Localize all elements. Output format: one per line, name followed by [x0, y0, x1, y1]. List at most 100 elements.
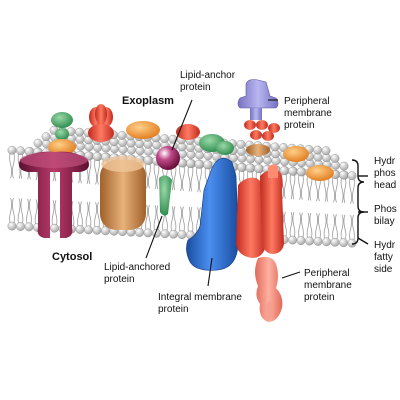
lipid-tail	[309, 212, 313, 242]
lipid-head	[203, 160, 212, 170]
lipid-tail	[187, 206, 191, 236]
surface-protein-green-left	[51, 112, 73, 140]
lipid-tail	[196, 164, 199, 193]
lipid-head	[288, 235, 297, 245]
lipid-tail	[352, 175, 355, 204]
surface-protein-orange-right1	[283, 146, 309, 162]
lipid-head	[347, 171, 357, 181]
integral-membrane-protein-label: Integral membrane protein	[158, 292, 245, 315]
lipid-tail	[349, 175, 352, 204]
lipid-head	[245, 163, 255, 173]
lipid-tail	[94, 202, 97, 231]
lipid-tail	[190, 163, 194, 192]
lipid-tail	[301, 171, 304, 200]
lipid-head	[296, 167, 306, 177]
lipid-tail	[301, 212, 304, 241]
lipid-head	[339, 161, 349, 171]
lipid-head	[330, 237, 340, 247]
channel-protein-maroon	[19, 151, 89, 238]
lipid-tail	[335, 214, 338, 243]
lipid-tail	[292, 171, 296, 200]
lipid-head	[321, 146, 331, 156]
lipid-head	[322, 237, 331, 247]
lipid-tail	[306, 172, 310, 201]
hydrophobic-tails-label: Hydr fatty side	[374, 240, 398, 275]
lipid-head	[33, 138, 43, 148]
exoplasm-label: Exoplasm	[122, 95, 174, 107]
lipid-head	[313, 145, 322, 155]
lipid-tail	[34, 199, 38, 228]
lipid-head	[92, 225, 102, 235]
lipid-tail	[51, 200, 55, 229]
lipid-head	[84, 225, 93, 235]
lipid-tail	[289, 171, 293, 200]
lipid-anchored-protein	[159, 175, 172, 216]
lipid-tail	[20, 198, 24, 227]
lipid-tail	[9, 197, 12, 227]
lipid-tail	[332, 214, 335, 243]
lipid-tail	[153, 205, 157, 234]
lipid-tail	[153, 160, 157, 190]
lipid-tail	[12, 150, 15, 179]
lipid-head	[117, 130, 127, 140]
peripheral-protein-bottom	[255, 256, 283, 322]
lipid-head	[254, 164, 263, 174]
lipid-head	[143, 155, 153, 165]
lipid-head	[169, 229, 178, 239]
surface-protein-green-mid	[199, 134, 234, 155]
peripheral-membrane-protein-red	[236, 164, 284, 258]
lipid-head	[305, 236, 314, 246]
lipid-tail	[9, 150, 12, 179]
peripheral-protein-bottom-label: Peripheral membrane protein	[304, 268, 355, 303]
lipid-head	[41, 132, 51, 142]
lipid-head	[135, 228, 144, 237]
lipid-head	[16, 146, 25, 156]
lipid-tail	[173, 206, 177, 235]
lipid-head	[160, 134, 169, 144]
lipid-head	[339, 238, 348, 248]
lipid-tail	[306, 212, 310, 242]
lipid-tail	[199, 164, 202, 193]
lipid-head	[24, 222, 34, 232]
lipid-tail	[190, 206, 194, 236]
lipid-anchored-protein-label: Lipid-anchored protein	[104, 262, 173, 285]
lipid-tail	[97, 156, 100, 185]
lipid-tail	[340, 174, 344, 204]
leader-lines	[145, 99, 301, 287]
surface-protein-orange-right2	[306, 165, 334, 181]
lipid-tail	[332, 174, 335, 203]
lipid-tail	[170, 206, 174, 235]
lipid-head	[330, 153, 340, 163]
lipid-tail	[179, 162, 182, 192]
lipid-tail	[179, 206, 182, 235]
integral-protein-tan	[100, 156, 146, 230]
lipid-tail	[349, 214, 352, 244]
lipid-tail	[298, 212, 301, 241]
surface-protein-red-tulip	[88, 104, 114, 142]
peripheral-protein-top	[237, 79, 280, 141]
lipid-head	[296, 236, 306, 246]
lipid-tail	[97, 202, 100, 231]
phospholipid-bilayer-label: Phos bilay	[374, 204, 400, 227]
lipid-tail	[85, 201, 89, 230]
cytosol-label: Cytosol	[52, 251, 92, 263]
lipid-head	[75, 127, 84, 137]
lipid-tail	[88, 201, 92, 230]
lipid-tail	[340, 214, 344, 243]
lipid-head	[50, 223, 59, 233]
lipid-tail	[26, 198, 29, 227]
hydrophilic-heads-label: Hydr phos head	[374, 156, 398, 191]
lipid-anchor-protein-ball	[156, 146, 180, 170]
surface-protein-orange-left	[48, 139, 76, 155]
lipid-tail	[148, 160, 151, 189]
lipid-tail	[71, 200, 75, 230]
lipid-tail	[284, 211, 287, 240]
lipid-head	[279, 166, 289, 176]
lipid-tail	[196, 207, 199, 236]
lipid-head	[16, 222, 25, 231]
lipid-head	[7, 221, 17, 231]
lipid-tail	[12, 197, 15, 227]
lipid-tail	[148, 204, 151, 233]
